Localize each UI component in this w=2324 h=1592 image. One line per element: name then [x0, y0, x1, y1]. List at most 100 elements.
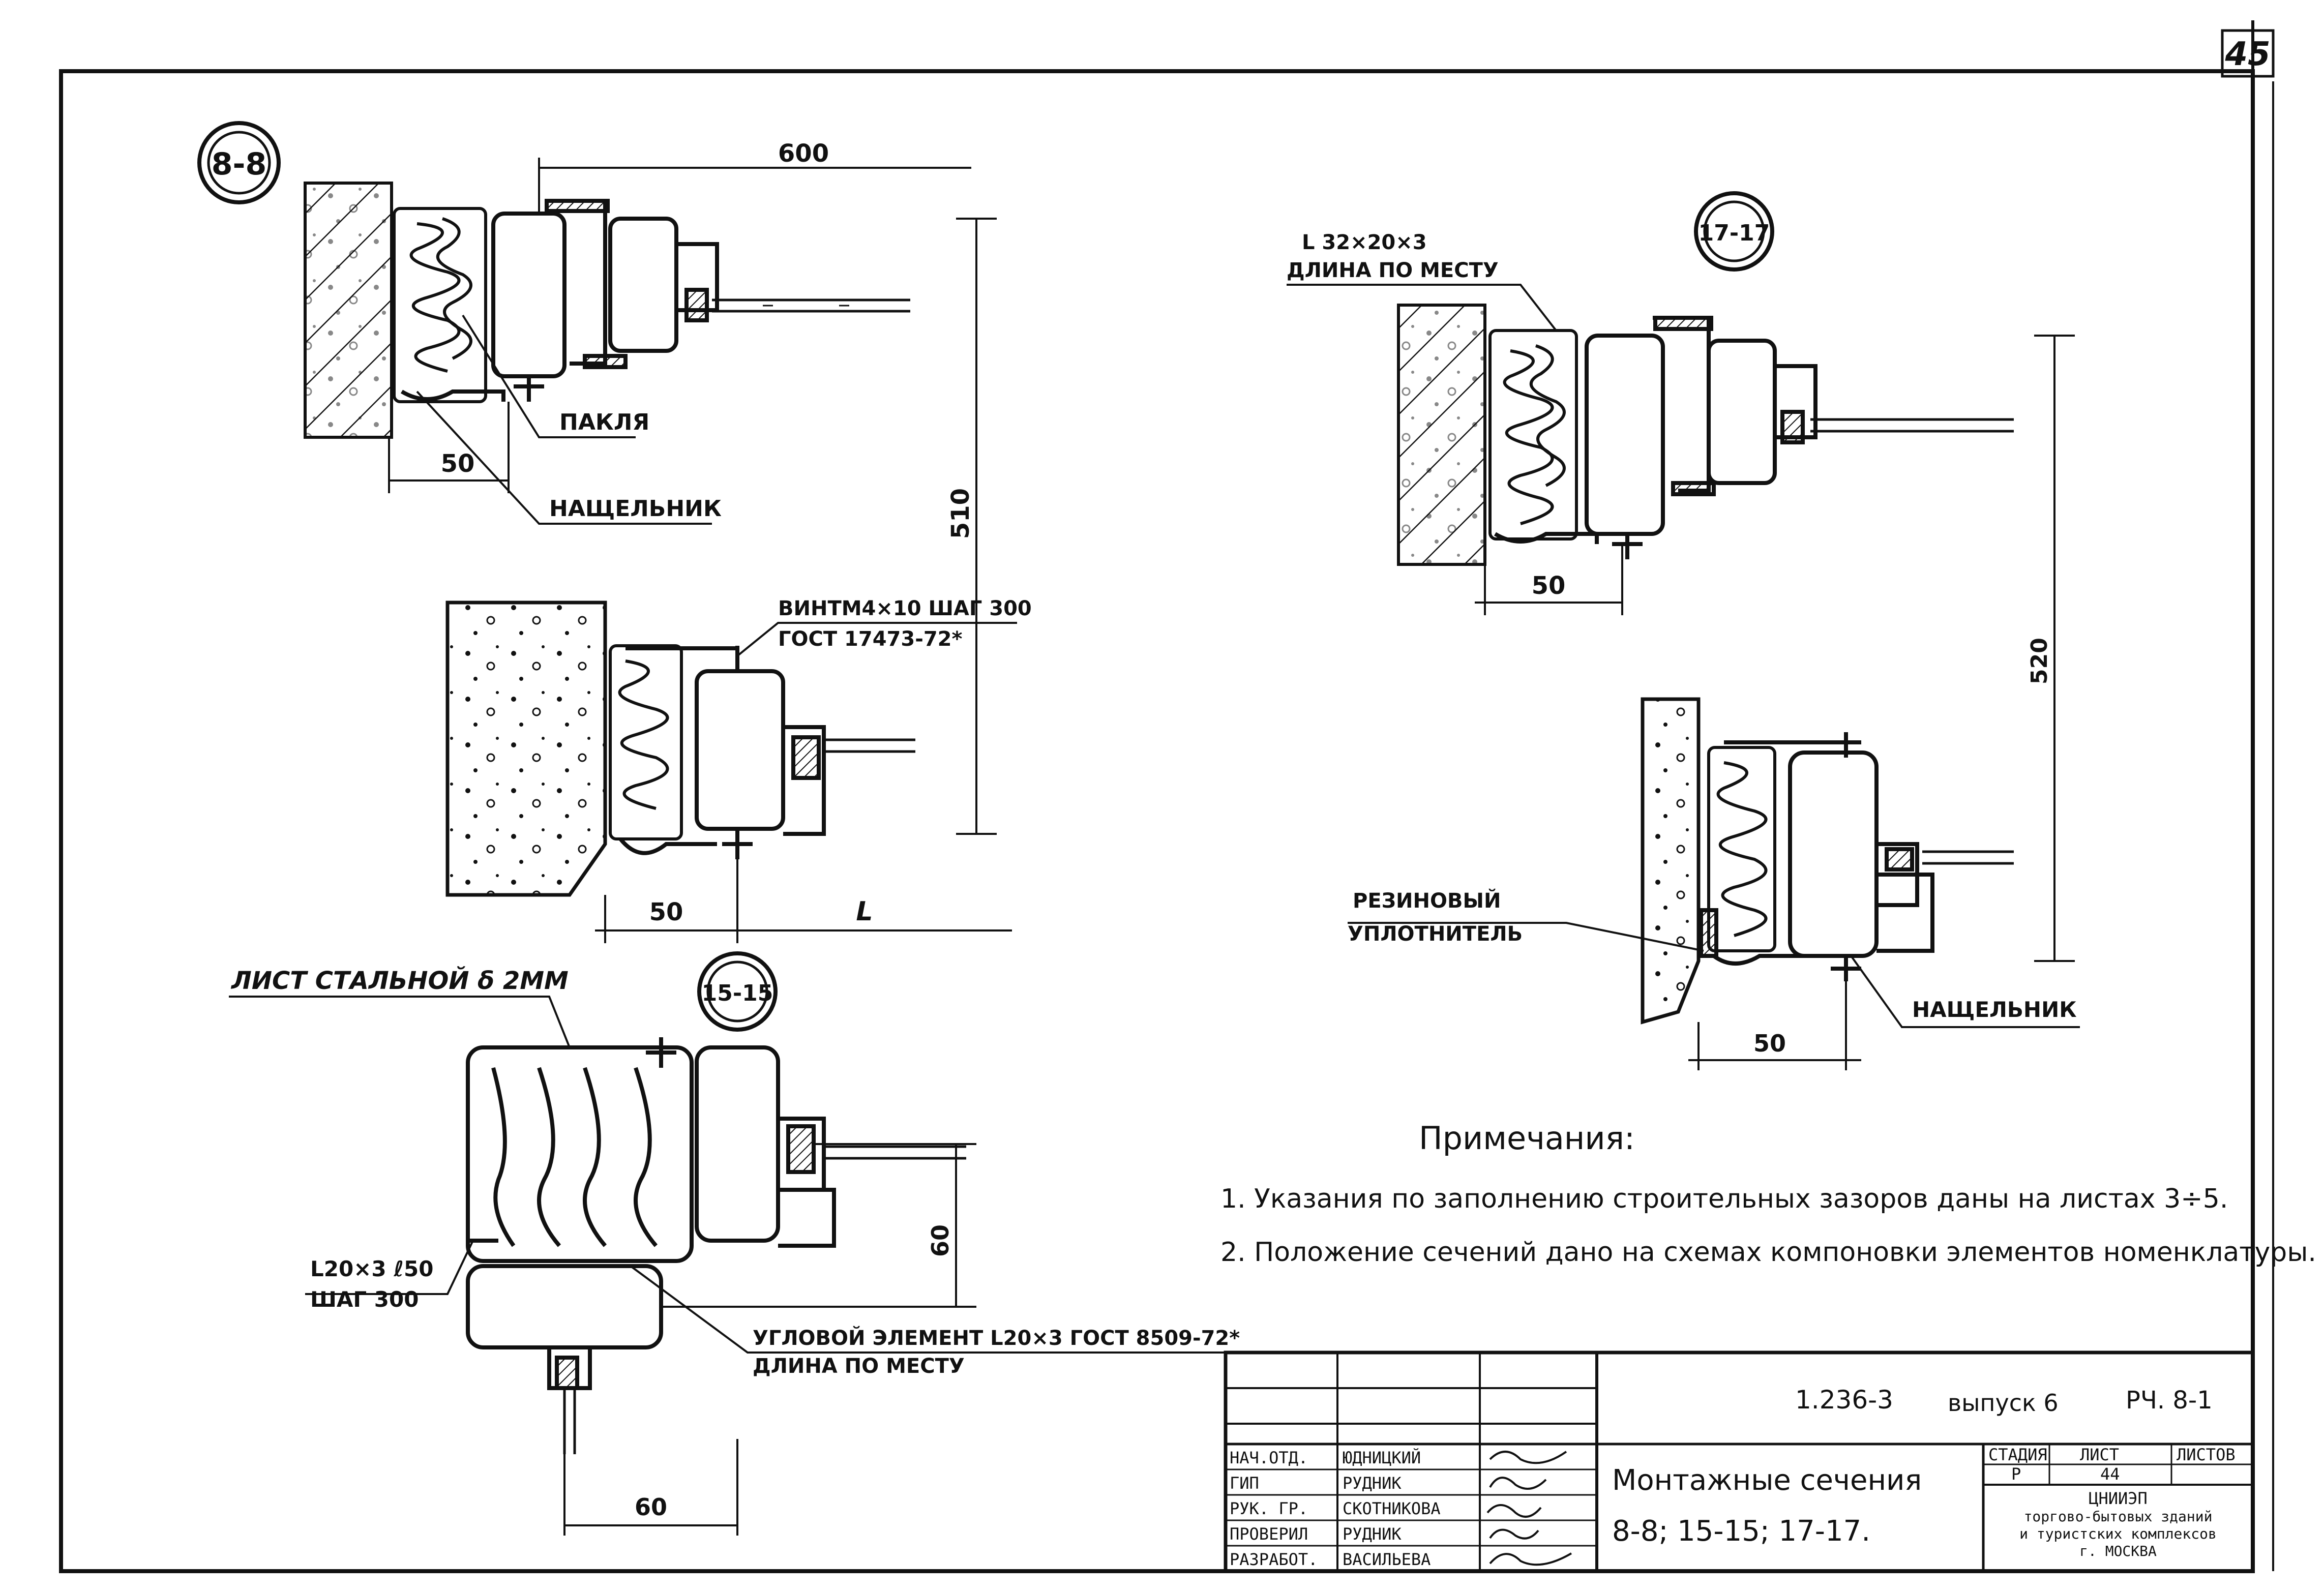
- svg-text:520: 520: [2027, 638, 2052, 684]
- role-4: РАЗРАБОТ.: [1230, 1550, 1318, 1569]
- svg-text:ЛИСТ СТАЛЬНОЙ δ 2ММ: ЛИСТ СТАЛЬНОЙ δ 2ММ: [230, 966, 569, 995]
- window-frame-profiles: [400, 199, 719, 402]
- leader-angle-17: L 32×20×3 ДЛИНА ПО МЕСТУ: [1287, 231, 1557, 332]
- stage-value: Р: [2011, 1464, 2021, 1484]
- leader-nashelnik-8: НАЩЕЛЬНИК: [416, 391, 722, 525]
- section-mark-17-17: 17-17: [1694, 191, 1774, 272]
- svg-text:50: 50: [441, 449, 475, 478]
- title-block: 1.236-3 выпуск 6 РЧ. 8-1 Монтажные сечен…: [1224, 1350, 2255, 1573]
- svg-text:60: 60: [635, 1493, 667, 1521]
- svg-text:600: 600: [778, 139, 829, 168]
- section-8-8-lower: ВИНТМ4×10 ШАГ 300 ГОСТ 17473-72* 50 L: [445, 597, 1032, 943]
- concrete-wall-17: [1397, 304, 1486, 566]
- concrete-wall: [304, 182, 393, 439]
- name-0: ЮДНИЦКИЙ: [1343, 1448, 1421, 1467]
- dimension-60-vertical: 60: [661, 1143, 976, 1308]
- svg-text:НАЩЕЛЬНИК: НАЩЕЛЬНИК: [549, 496, 722, 522]
- dimension-60-horizontal: 60: [563, 1439, 738, 1536]
- dimension-510: 510: [946, 218, 997, 835]
- leader-corner-element: УГЛОВОЙ ЭЛЕМЕНТ L20×3 ГОСТ 8509-72* ДЛИН…: [630, 1265, 1256, 1378]
- stage-header: СТАДИЯ: [1988, 1445, 2047, 1464]
- insulation-tow-lower: [609, 644, 683, 840]
- svg-text:L: L: [856, 896, 873, 927]
- dimension-600: 600: [538, 139, 971, 214]
- svg-text:ГОСТ 17473-72*: ГОСТ 17473-72*: [778, 627, 962, 651]
- org-line-4: г. МОСКВА: [2079, 1543, 2157, 1559]
- sheets-header: ЛИСТОВ: [2177, 1445, 2236, 1464]
- drawing-title-1: Монтажные сечения: [1612, 1464, 1922, 1497]
- leader-nashelnik-17: НАЩЕЛЬНИК: [1850, 955, 2080, 1028]
- issue-number: выпуск 6: [1948, 1389, 2059, 1417]
- notes-block: Примечания: 1. Указания по заполнению ст…: [1220, 1120, 2316, 1268]
- sheet-value: 44: [2100, 1464, 2120, 1484]
- insulation-17-lower: [1707, 746, 1776, 952]
- dimension-50-upper: 50: [388, 402, 510, 493]
- drawing-title-2: 8-8; 15-15; 17-17.: [1612, 1515, 1870, 1548]
- svg-text:ДЛИНА ПО МЕСТУ: ДЛИНА ПО МЕСТУ: [753, 1355, 965, 1378]
- note-1: 1. Указания по заполнению строительных з…: [1220, 1184, 2228, 1214]
- svg-text:УГЛОВОЙ ЭЛЕМЕНТ L20×3 ГОСТ 850: УГЛОВОЙ ЭЛЕМЕНТ L20×3 ГОСТ 8509-72*: [753, 1326, 1240, 1350]
- concrete-block: [445, 600, 607, 897]
- notes-title: Примечания:: [1419, 1120, 1635, 1157]
- svg-text:ПАКЛЯ: ПАКЛЯ: [559, 409, 649, 435]
- dimension-520: 520: [2027, 335, 2075, 962]
- svg-text:60: 60: [927, 1224, 954, 1257]
- dimension-50-17-upper: 50: [1475, 544, 1623, 615]
- sheet-code: РЧ. 8-1: [2126, 1386, 2213, 1415]
- glazing-15: [563, 1145, 966, 1454]
- org-line-3: и туристских комплексов: [2019, 1525, 2217, 1542]
- sheet-header: ЛИСТ: [2080, 1445, 2119, 1464]
- svg-text:L 32×20×3: L 32×20×3: [1302, 231, 1427, 254]
- insulation-tow: [393, 207, 487, 403]
- section-mark-15-15: 15-15: [697, 951, 778, 1032]
- dimension-50-17-lower: 50: [1688, 981, 1861, 1070]
- name-4: ВАСИЛЬЕВА: [1343, 1550, 1431, 1569]
- svg-text:РЕЗИНОВЫЙ: РЕЗИНОВЫЙ: [1353, 888, 1501, 913]
- glazing-lower: [824, 738, 915, 753]
- svg-text:ШАГ 300: ШАГ 300: [310, 1287, 419, 1312]
- svg-text:L20×3 ℓ50: L20×3 ℓ50: [310, 1256, 434, 1281]
- glazing-17-lower: [1922, 850, 2014, 865]
- leader-paklya: ПАКЛЯ: [462, 314, 649, 438]
- leader-angle-15: L20×3 ℓ50 ШАГ 300: [305, 1240, 474, 1312]
- leader-steel-sheet: ЛИСТ СТАЛЬНОЙ δ 2ММ: [229, 966, 571, 1048]
- section-15-15: 15-15 ЛИСТ СТА: [229, 951, 1256, 1536]
- section-mark-8-8: 8-8: [197, 121, 281, 204]
- svg-text:510: 510: [946, 488, 975, 539]
- svg-text:8-8: 8-8: [212, 146, 266, 182]
- role-3: ПРОВЕРИЛ: [1230, 1524, 1308, 1544]
- frame-profiles-17-lower: [1699, 732, 1934, 981]
- window-frame-lower: [618, 646, 826, 859]
- svg-text:НАЩЕЛЬНИК: НАЩЕЛЬНИК: [1912, 997, 2077, 1022]
- svg-text:УПЛОТНИТЕЛЬ: УПЛОТНИТЕЛЬ: [1348, 922, 1523, 946]
- svg-text:17-17: 17-17: [1699, 220, 1770, 246]
- role-1: ГИП: [1230, 1474, 1259, 1493]
- role-2: РУК. ГР.: [1230, 1499, 1308, 1518]
- org-line-2: торгово-бытовых зданий: [2024, 1508, 2213, 1525]
- name-3: РУДНИК: [1343, 1524, 1402, 1544]
- glazing: [712, 298, 910, 313]
- org-line-1: ЦНИИЭП: [2089, 1489, 2148, 1508]
- leader-vint: ВИНТМ4×10 ШАГ 300 ГОСТ 17473-72*: [736, 597, 1032, 657]
- sheet-number: 45: [2224, 36, 2270, 73]
- concrete-block-17: [1641, 697, 1701, 1025]
- dimension-50-and-L: 50 L: [595, 859, 1012, 943]
- svg-text:15-15: 15-15: [702, 980, 773, 1006]
- name-1: РУДНИК: [1343, 1474, 1402, 1493]
- role-0: НАЧ.ОТД.: [1230, 1448, 1308, 1467]
- frame-profiles-17: [1494, 316, 1818, 559]
- name-2: СКОТНИКОВА: [1343, 1499, 1441, 1518]
- sheet-frame: 45: [59, 20, 2275, 1573]
- svg-text:50: 50: [1753, 1030, 1786, 1057]
- insulation-17: [1488, 329, 1578, 540]
- svg-text:ДЛИНА ПО МЕСТУ: ДЛИНА ПО МЕСТУ: [1287, 259, 1499, 282]
- signatures: [1486, 1451, 1572, 1566]
- svg-text:50: 50: [1532, 572, 1566, 600]
- svg-text:50: 50: [649, 898, 683, 926]
- note-2: 2. Положение сечений дано на схемах комп…: [1220, 1237, 2316, 1268]
- section-8-8-upper: 8-8: [197, 121, 971, 525]
- steel-sheet-box: [466, 1045, 694, 1263]
- glazing-17: [1810, 418, 2014, 433]
- section-17-17: 17-17 L 32×20×3 ДЛИНА ПО МЕСТУ: [1287, 191, 2080, 1070]
